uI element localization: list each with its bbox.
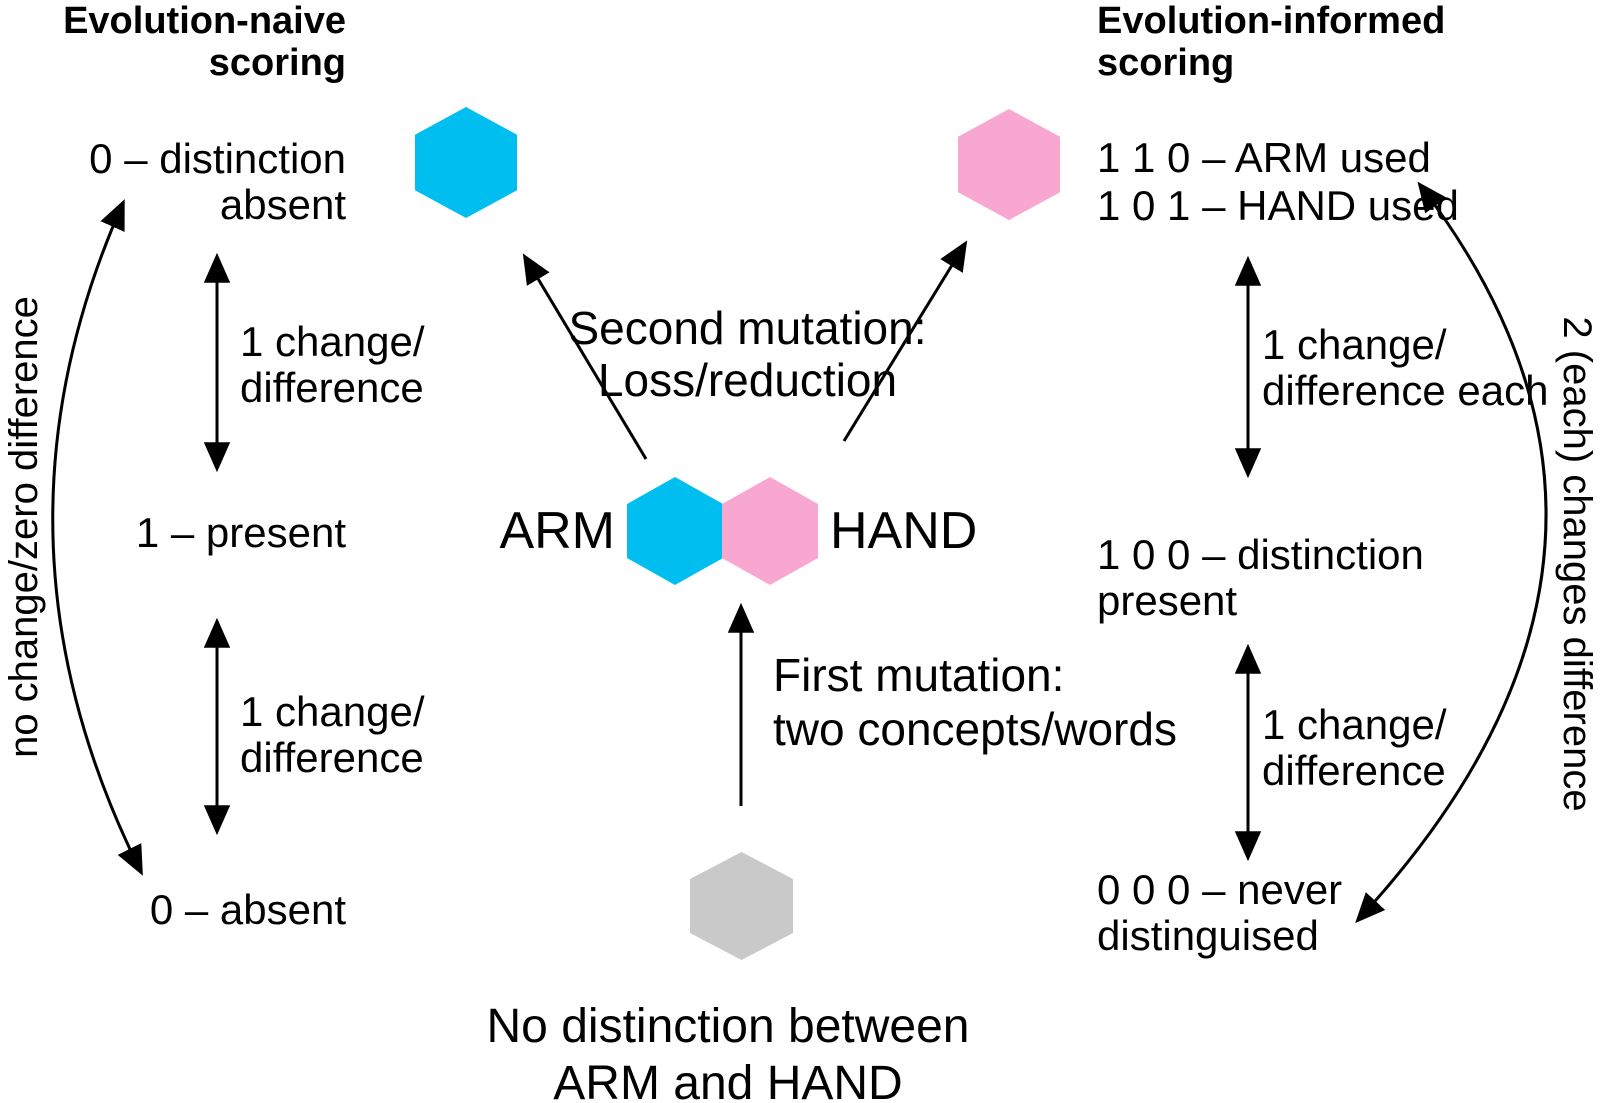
arm-hexagon-center xyxy=(627,477,723,585)
naive-score-present: 1 – present xyxy=(135,509,346,556)
hand-hexagon-center xyxy=(722,477,818,585)
naive-score-absent: 0 – absent xyxy=(149,886,346,933)
naive-side-label: no change/zero difference xyxy=(2,296,46,758)
no-distinction-caption: No distinction between ARM and HAND xyxy=(486,1000,970,1103)
naive-zero-difference-arc xyxy=(51,199,143,876)
informed-score-never-distinguished: 0 0 0 – never distinguised xyxy=(1097,866,1343,959)
informed-side-label: 2 (each) changes difference xyxy=(1555,316,1599,812)
ancestor-hexagon xyxy=(690,852,793,960)
arm-hexagon-top xyxy=(415,107,517,218)
informed-score-arm-hand-used: 1 1 0 – ARM used 1 0 1 – HAND used xyxy=(1097,134,1459,229)
second-mutation-arrow-left xyxy=(522,253,648,460)
arm-label: ARM xyxy=(499,502,615,560)
second-mutation-label: Second mutation: Loss/reduction xyxy=(568,302,927,406)
hand-label: HAND xyxy=(830,502,978,560)
naive-change-label-lower: 1 change/ difference xyxy=(240,688,425,781)
informed-score-distinction-present: 1 0 0 – distinction present xyxy=(1097,531,1424,624)
first-mutation-label: First mutation: two concepts/words xyxy=(773,649,1177,755)
informed-change-label-upper: 1 change/ difference each xyxy=(1262,321,1549,414)
informed-change-label-lower: 1 change/ difference xyxy=(1262,701,1447,794)
naive-change-label-upper: 1 change/ difference xyxy=(240,318,425,411)
hand-hexagon-top xyxy=(958,109,1060,220)
informed-two-changes-arc xyxy=(1355,181,1548,924)
second-mutation-arrow-right xyxy=(842,240,968,442)
naive-score-distinction-absent: 0 – distinction absent xyxy=(89,135,346,228)
heading-evolution-naive: Evolution-naive scoring xyxy=(63,0,346,84)
heading-evolution-informed: Evolution-informed scoring xyxy=(1097,0,1446,84)
